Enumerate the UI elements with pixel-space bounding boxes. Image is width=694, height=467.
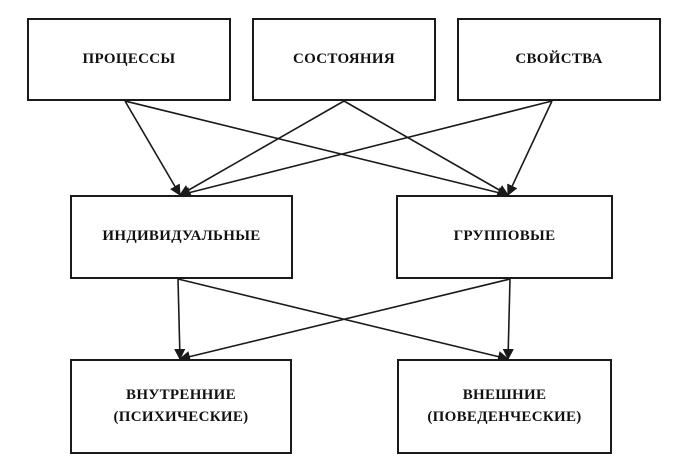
node-states-label: СОСТОЯНИЯ <box>293 50 395 67</box>
arrow-individual-to-external <box>177 278 510 363</box>
node-external-label-line2: (ПОВЕДЕНЧЕСКИЕ) <box>427 408 582 425</box>
node-internal-label-line1: ВНУТРЕННИЕ <box>126 386 236 403</box>
node-internal-label-line2: (ПСИХИЧЕСКИЕ) <box>113 408 249 425</box>
arrow-individual-to-internal <box>174 278 186 361</box>
node-properties: СВОЙСТВА <box>457 18 661 101</box>
arrow-states-to-individual <box>179 100 345 196</box>
arrow-group-to-internal <box>178 278 511 363</box>
node-states: СОСТОЯНИЯ <box>252 18 436 101</box>
arrow-properties-to-group <box>507 100 553 197</box>
node-external: ВНЕШНИЕ (ПОВЕДЕНЧЕСКИЕ) <box>397 359 612 454</box>
arrow-processes-to-group <box>124 100 510 199</box>
arrow-processes-to-individual <box>124 100 181 196</box>
node-properties-label: СВОЙСТВА <box>515 50 603 67</box>
node-group: ГРУППОВЫЕ <box>396 195 613 279</box>
arrow-states-to-group <box>343 100 509 196</box>
node-processes-label: ПРОЦЕССЫ <box>82 50 176 67</box>
node-internal: ВНУТРЕННИЕ (ПСИХИЧЕСКИЕ) <box>70 359 292 454</box>
arrow-group-to-external <box>502 278 514 361</box>
node-individual-label: ИНДИВИДУАЛЬНЫЕ <box>102 228 261 245</box>
node-external-label-line1: ВНЕШНИЕ <box>462 386 547 403</box>
arrow-properties-to-individual <box>178 100 553 198</box>
node-group-label: ГРУППОВЫЕ <box>453 228 556 245</box>
node-processes: ПРОЦЕССЫ <box>27 18 231 101</box>
node-individual: ИНДИВИДУАЛЬНЫЕ <box>70 195 293 279</box>
